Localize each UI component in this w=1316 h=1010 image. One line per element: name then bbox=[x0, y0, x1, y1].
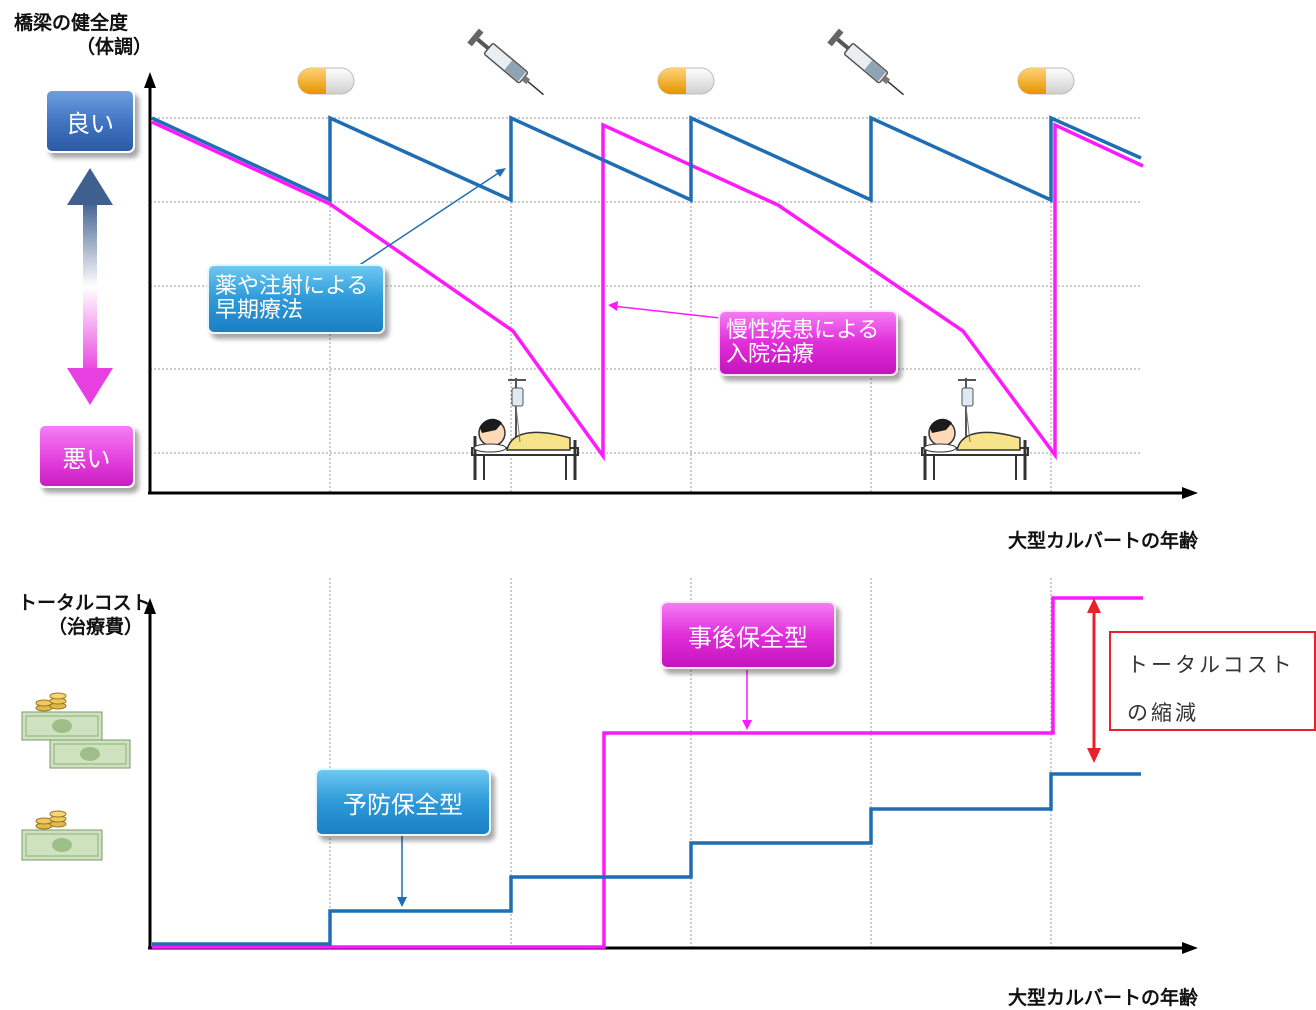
preventive-callout-arrowhead bbox=[495, 168, 506, 177]
preventive-health-line bbox=[151, 115, 1142, 203]
money-stack-icon bbox=[21, 810, 103, 861]
corrective-cost-line bbox=[152, 596, 1143, 949]
hospital-bed-icon bbox=[471, 378, 579, 480]
corrective-callout-pointer bbox=[611, 305, 721, 319]
top-y-axis-label-line2: （体調） bbox=[76, 36, 153, 58]
preventive-callout-pointer bbox=[354, 169, 504, 269]
corrective-callout-line1: 慢性疾患による bbox=[726, 318, 880, 343]
preventive-callout-line2: 早期療法 bbox=[215, 298, 304, 323]
top-y-axis-label-line1: 橋梁の健全度 bbox=[14, 12, 129, 34]
cost-reduction-arrow bbox=[1087, 598, 1101, 763]
top-chart bbox=[67, 28, 1198, 499]
corrective-callout-line2: 入院治療 bbox=[726, 342, 815, 367]
level-bad-label: 悪い bbox=[62, 444, 111, 473]
money-stack-icon bbox=[21, 692, 131, 769]
corrective-callout: 慢性疾患による 入院治療 bbox=[718, 310, 898, 376]
preventive-type-label-text: 予防保全型 bbox=[343, 790, 463, 819]
bottom-y-axis-label-line1: トータルコスト bbox=[18, 592, 151, 614]
bottom-x-axis-label: 大型カルバートの年齢 bbox=[1008, 987, 1199, 1009]
corrective-label-arrowhead bbox=[742, 720, 752, 730]
corrective-type-label: 事後保全型 bbox=[660, 601, 836, 669]
syringe-icon bbox=[827, 28, 905, 96]
pill-icon bbox=[1017, 67, 1075, 95]
cost-reduction-note-line2: の縮減 bbox=[1127, 701, 1199, 725]
top-y-axis-label: 橋梁の健全度 （体調） bbox=[14, 11, 152, 59]
level-good-badge: 良い bbox=[45, 89, 135, 153]
preventive-callout-line1: 薬や注射による bbox=[215, 274, 369, 299]
cost-reduction-note: トータルコスト の縮減 bbox=[1109, 631, 1316, 731]
preventive-callout: 薬や注射による 早期療法 bbox=[207, 264, 385, 334]
hospital-bed-icon bbox=[921, 378, 1029, 480]
bottom-chart bbox=[21, 578, 1198, 954]
preventive-cost-line bbox=[152, 772, 1141, 946]
preventive-label-arrowhead bbox=[397, 897, 407, 907]
corrective-type-label-text: 事後保全型 bbox=[688, 623, 808, 652]
pill-icon bbox=[297, 67, 355, 95]
top-x-axis-label: 大型カルバートの年齢 bbox=[1008, 530, 1199, 552]
bottom-y-axis-label: トータルコスト （治療費） bbox=[18, 591, 151, 639]
pill-icon bbox=[657, 67, 715, 95]
level-bad-badge: 悪い bbox=[38, 424, 135, 488]
axes bbox=[144, 72, 1198, 499]
health-scale-arrow bbox=[67, 168, 113, 405]
cost-reduction-note-line1: トータルコスト bbox=[1127, 653, 1295, 677]
grid bbox=[150, 117, 1142, 493]
preventive-type-label: 予防保全型 bbox=[315, 768, 491, 836]
syringe-icon bbox=[467, 28, 545, 96]
level-good-label: 良い bbox=[66, 109, 114, 138]
corrective-callout-arrowhead bbox=[608, 301, 618, 311]
bottom-y-axis-label-line2: （治療費） bbox=[48, 616, 144, 638]
